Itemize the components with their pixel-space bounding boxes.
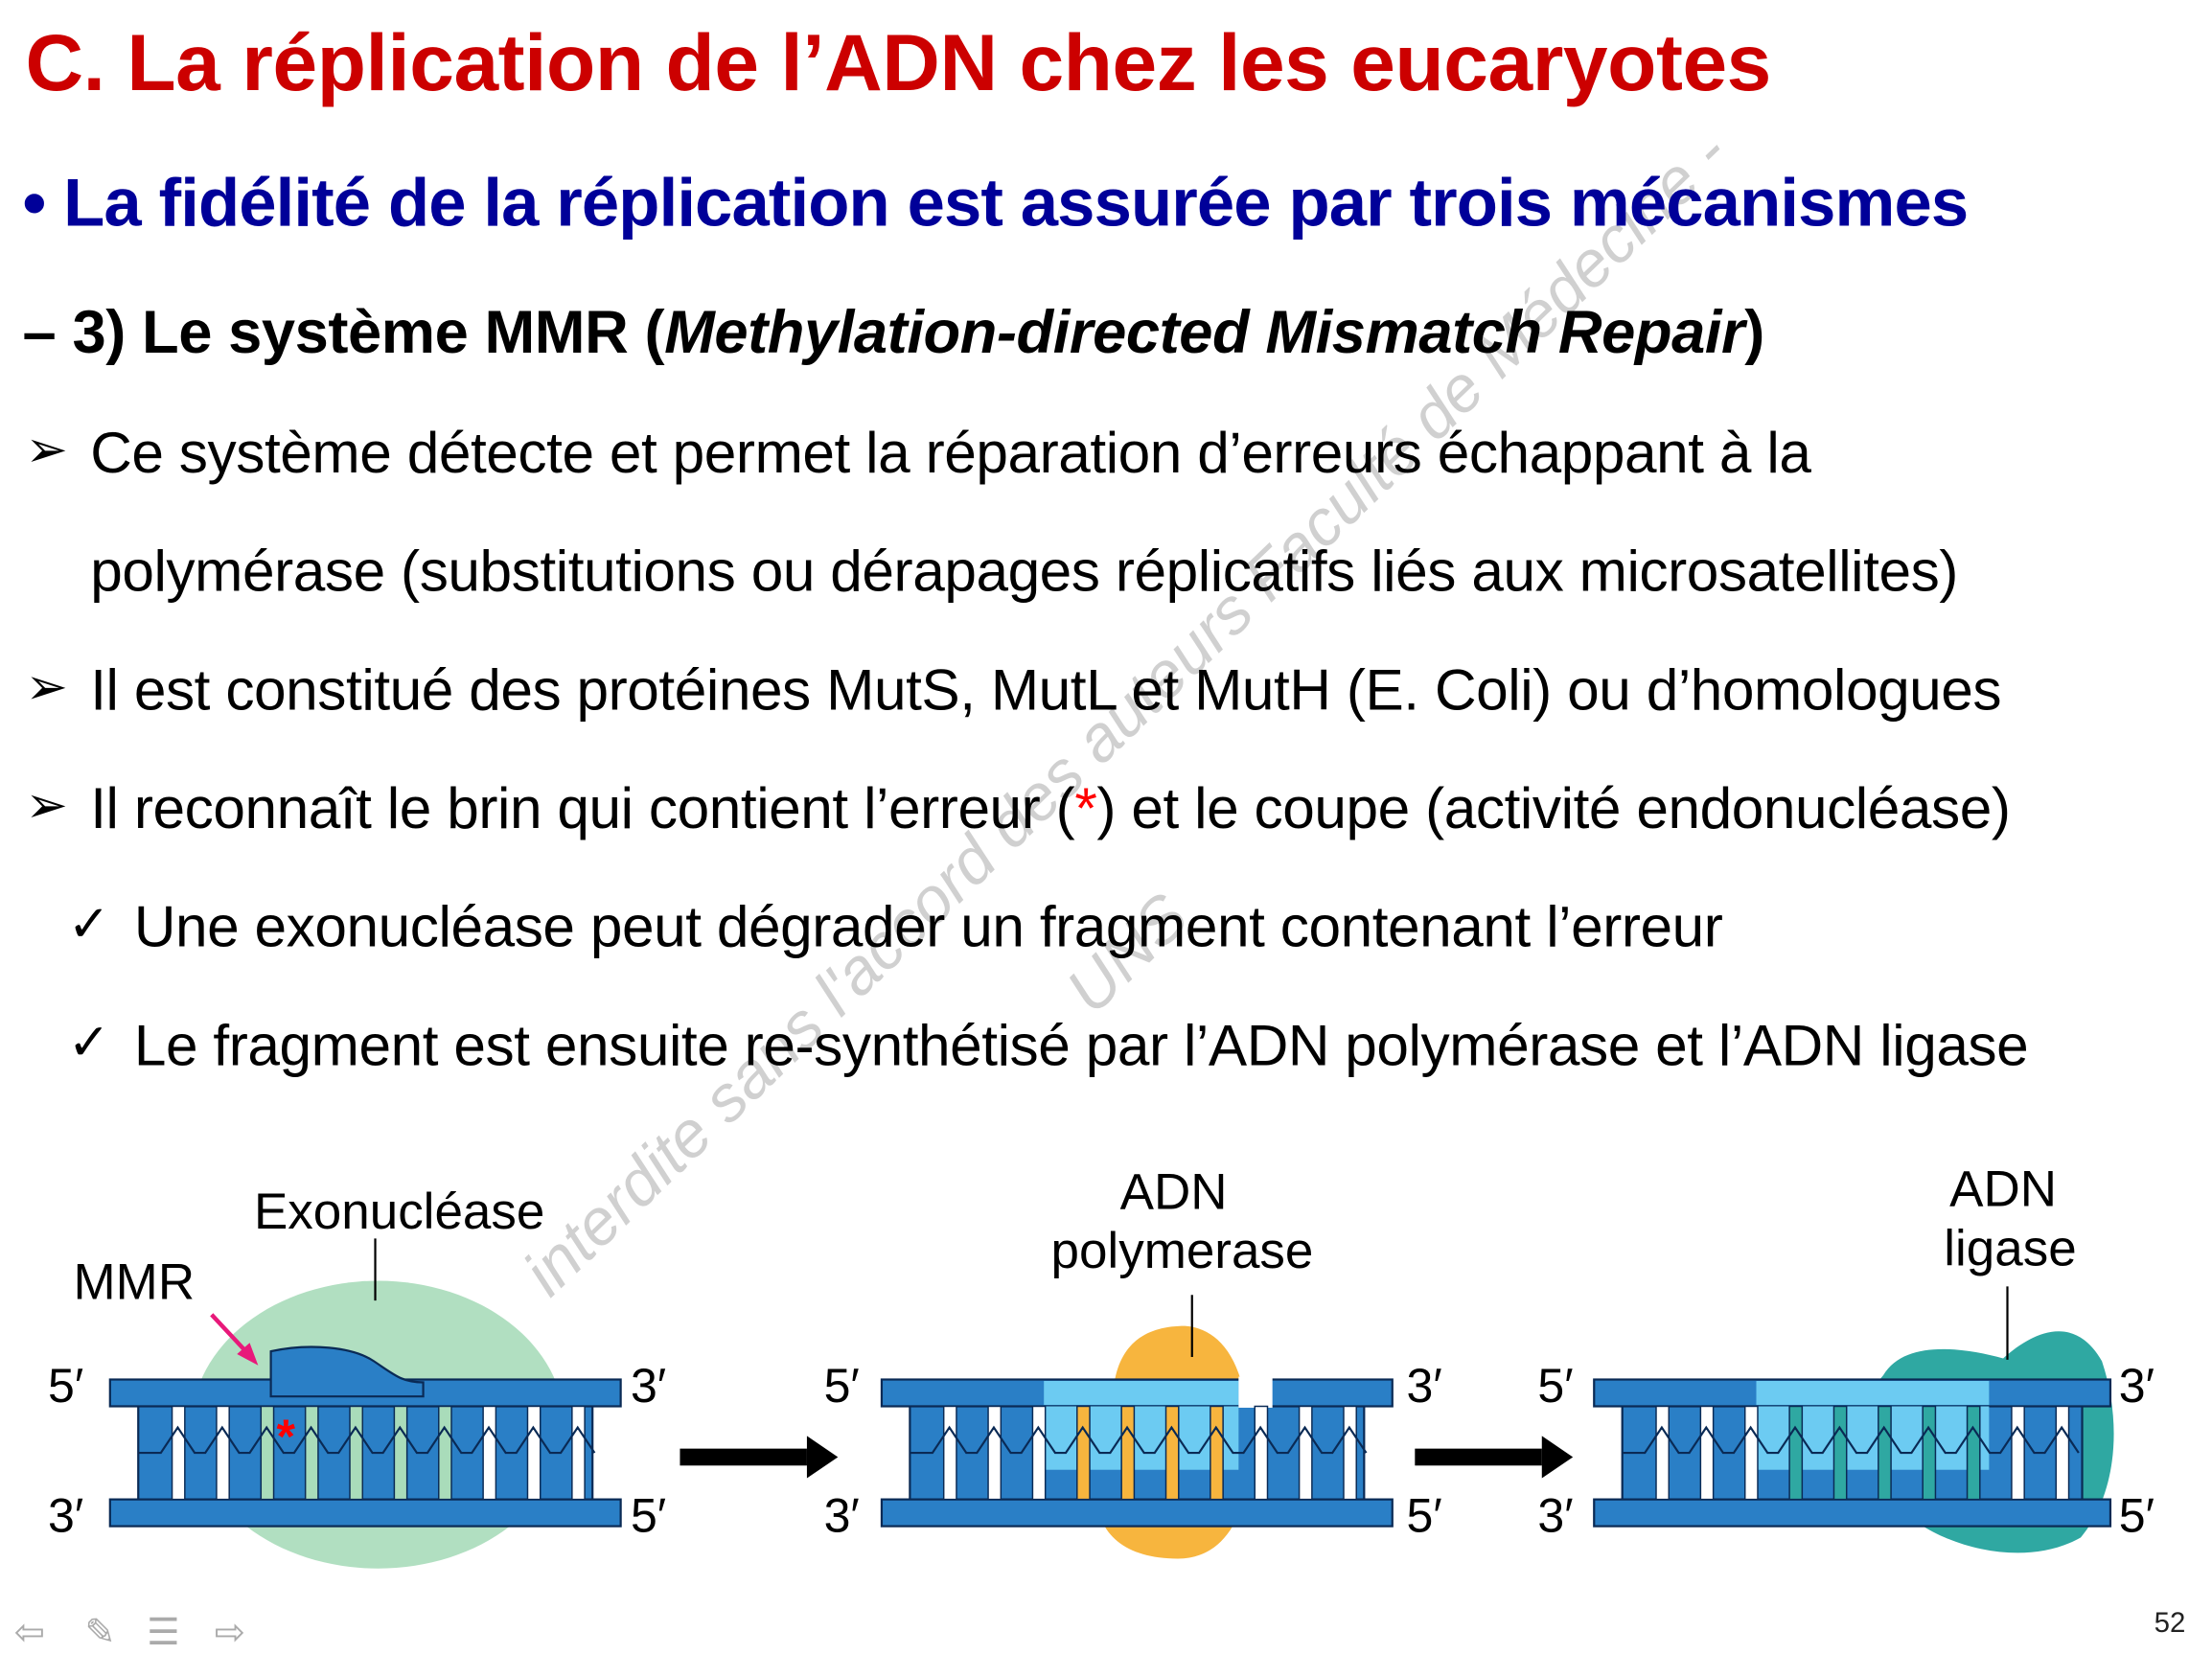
text: Il reconnaît le brin qui contient l’erre… <box>90 775 1075 841</box>
process-arrow <box>680 1436 839 1479</box>
base-pair <box>526 1405 541 1501</box>
bullet-text: Il est constitué des protéines MutS, Mut… <box>90 656 2002 723</box>
base-pair <box>1076 1405 1091 1501</box>
base-pair <box>438 1405 452 1501</box>
check-text: Une exonucléase peut dégrader un fragmen… <box>133 894 1723 959</box>
new-strand-segment <box>1756 1380 1990 1406</box>
heading-text: – 3) Le système MMR ( <box>22 299 665 367</box>
error-star: * <box>1074 775 1097 841</box>
exonuclease-label: Exonucléase <box>253 1182 545 1240</box>
base-pair <box>1254 1405 1269 1501</box>
polymerase-label: ADN <box>1119 1161 1228 1221</box>
mmr-label: MMR <box>73 1253 196 1311</box>
bottom-strand <box>1593 1498 2112 1528</box>
strand-end-label: 5′ <box>48 1359 84 1414</box>
base-pair <box>482 1405 497 1501</box>
slide-title: C. La réplication de l’ADN chez les euca… <box>25 18 1771 109</box>
strand-end-label: 3′ <box>2118 1359 2155 1414</box>
polymerase-label: polymerase <box>1050 1221 1314 1280</box>
heading-text: ) <box>1744 299 1764 367</box>
strand-end-label: 3′ <box>630 1359 667 1414</box>
base-pair <box>1966 1405 1981 1501</box>
page-number: 52 <box>2154 1607 2186 1640</box>
bullet-text: Ce système détecte et permet la réparati… <box>90 420 1811 486</box>
base-pairing-line <box>1622 1425 2080 1455</box>
strand-nick <box>1238 1376 1273 1408</box>
base-pair <box>260 1405 275 1501</box>
base-pair <box>1120 1405 1136 1501</box>
base-pair <box>216 1405 230 1501</box>
base-pair <box>1655 1405 1670 1501</box>
check-icon: ✓ <box>67 894 111 953</box>
process-arrow <box>1415 1436 1574 1479</box>
section-heading: – 3) Le système MMR (Methylation-directe… <box>22 299 1765 368</box>
new-strand-segment <box>1044 1380 1239 1406</box>
base-pair <box>1031 1405 1047 1501</box>
strand-end-label: 5′ <box>1537 1359 1574 1414</box>
pen-icon[interactable]: ✎ <box>84 1610 116 1654</box>
heading-italic: Methylation-directed Mismatch Repair <box>664 299 1745 367</box>
strand-end-label: 5′ <box>1406 1489 1442 1544</box>
base-pair <box>942 1405 957 1501</box>
base-pair <box>1832 1405 1848 1501</box>
check-icon: ✓ <box>67 1012 111 1071</box>
mmr-cut <box>269 1345 425 1398</box>
base-pair <box>1922 1405 1937 1501</box>
base-pair <box>393 1405 408 1501</box>
base-pair <box>1878 1405 1892 1501</box>
strand-end-label: 5′ <box>2118 1489 2155 1544</box>
strand-end-label: 3′ <box>1406 1359 1442 1414</box>
base-pairing-line <box>138 1425 596 1455</box>
strand-end-label: 5′ <box>823 1359 860 1414</box>
mmr-arrowhead <box>237 1343 259 1366</box>
bottom-strand <box>108 1498 622 1528</box>
base-pair <box>987 1405 1002 1501</box>
strand-end-label: 3′ <box>1537 1489 1574 1544</box>
base-pairing-line <box>910 1425 1368 1455</box>
ligase-label: ADN <box>1949 1159 2058 1218</box>
arrow-left-icon[interactable]: ⇦ <box>13 1610 45 1654</box>
error-star-mark: * <box>276 1410 295 1463</box>
arrow-right-icon[interactable]: ⇨ <box>214 1610 245 1654</box>
strand-end-label: 3′ <box>48 1489 84 1544</box>
ligase-label: ligase <box>1944 1218 2077 1277</box>
base-pair <box>304 1405 319 1501</box>
base-pair <box>171 1405 186 1501</box>
check-text: Le fragment est ensuite re-synthétisé pa… <box>133 1012 2029 1078</box>
bottom-strand <box>880 1498 1394 1528</box>
base-pair <box>1210 1405 1224 1501</box>
bullet-text: polymérase (substitutions ou dérapages r… <box>90 539 1958 604</box>
base-pair <box>1699 1405 1715 1501</box>
base-pair <box>1744 1405 1759 1501</box>
base-pair <box>1298 1405 1313 1501</box>
menu-icon[interactable]: ☰ <box>147 1610 180 1654</box>
base-pair <box>1164 1405 1180 1501</box>
base-pair <box>349 1405 364 1501</box>
base-pair <box>2055 1405 2070 1501</box>
arrow-bullet-icon: ➢ <box>25 775 68 834</box>
strand-end-label: 3′ <box>823 1489 860 1544</box>
arrow-bullet-icon: ➢ <box>25 420 68 478</box>
arrow-bullet-icon: ➢ <box>25 656 68 716</box>
base-pair <box>2011 1405 2025 1501</box>
base-pair <box>571 1405 586 1501</box>
bullet-text: Il reconnaît le brin qui contient l’erre… <box>90 775 2011 842</box>
base-pair <box>1788 1405 1804 1501</box>
strand-end-label: 5′ <box>630 1489 667 1544</box>
subtitle: • La fidélité de la réplication est assu… <box>22 166 1970 241</box>
base-pair <box>1343 1405 1357 1501</box>
text: ) et le coupe (activité endonucléase) <box>1096 775 2011 841</box>
